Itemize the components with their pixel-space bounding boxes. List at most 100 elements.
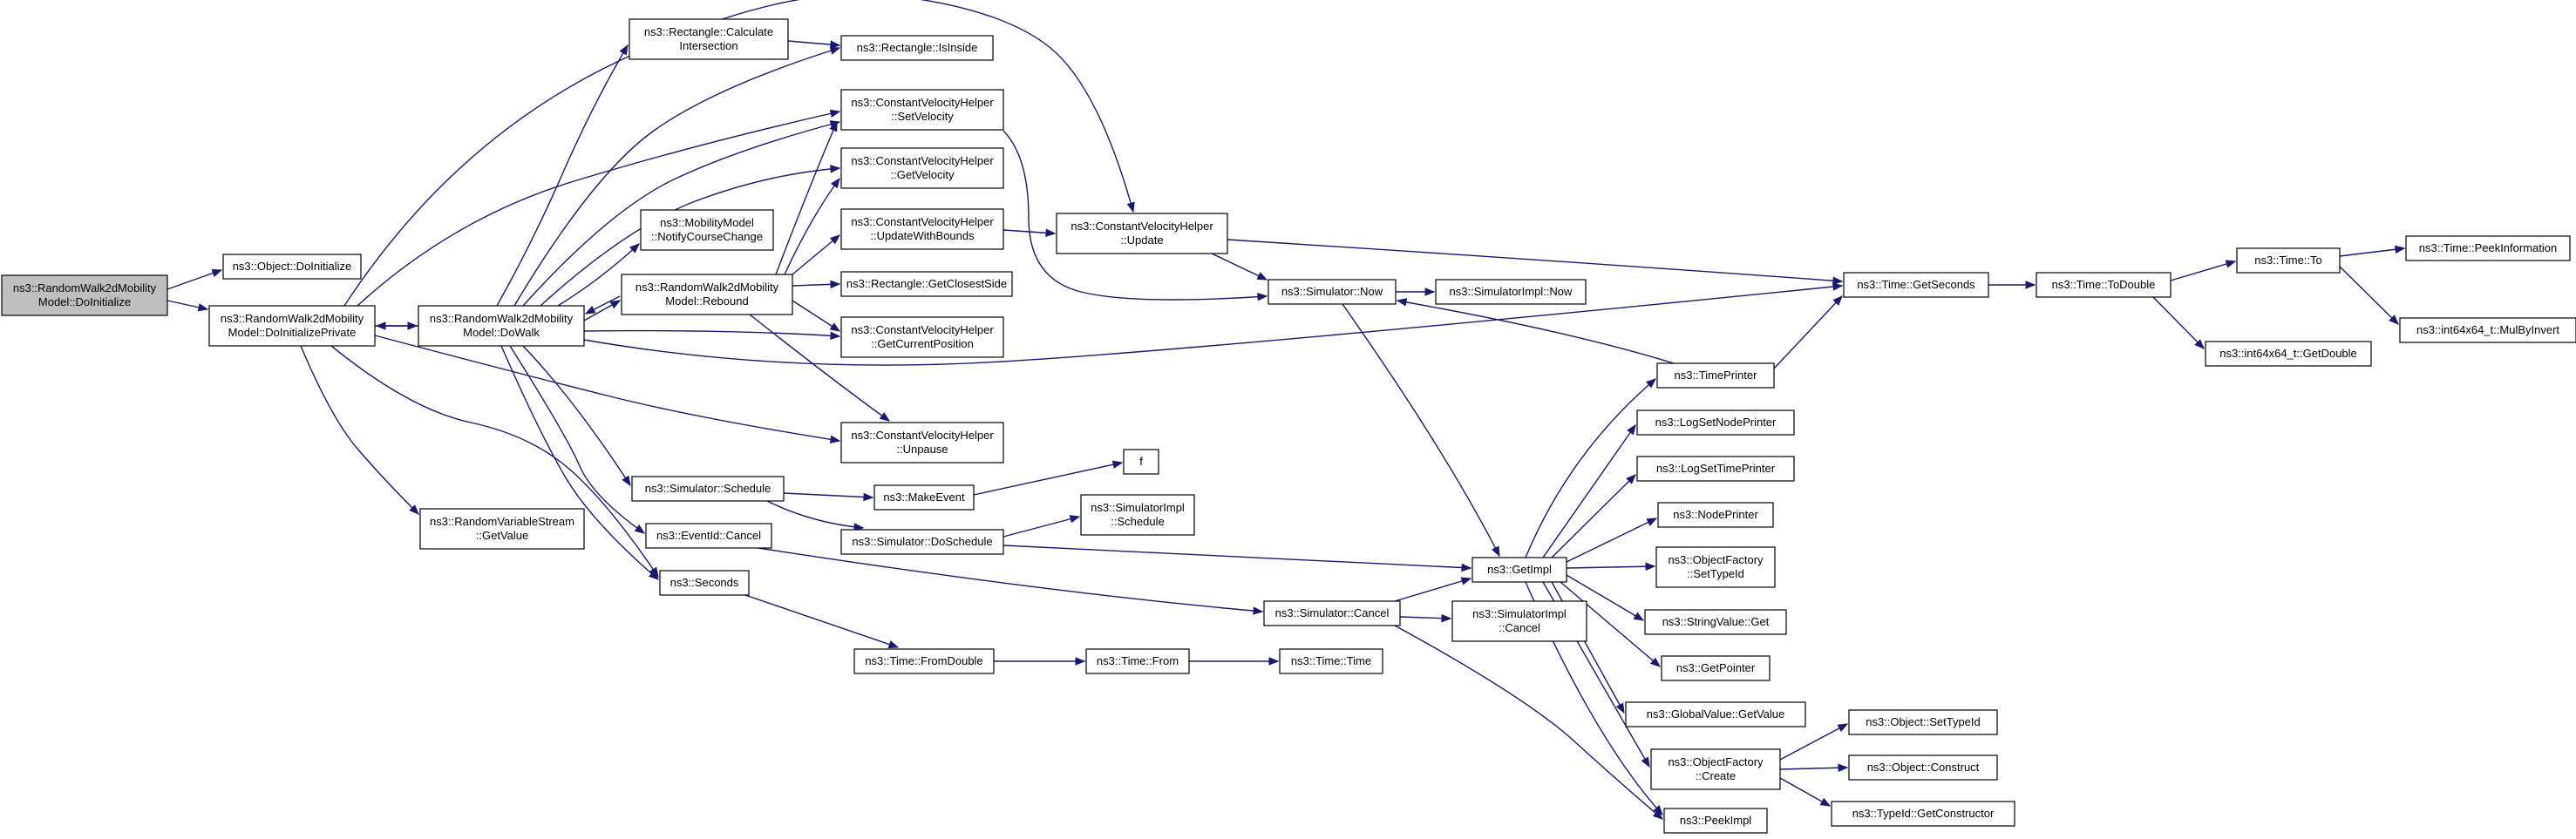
node-timefrom[interactable]: ns3::Time::From	[1085, 648, 1190, 674]
node-doinitpriv[interactable]: ns3::RandomWalk2dMobilityModel::DoInitia…	[208, 305, 376, 347]
node-objdoinit[interactable]: ns3::Object::DoInitialize	[222, 254, 362, 280]
node-label: ns3::RandomWalk2dMobility	[430, 312, 574, 325]
edge-dowalk-to-seconds	[500, 345, 660, 580]
edge-root-to-doinitpriv	[167, 300, 209, 312]
edge-dosched-to-getimpl	[1003, 545, 1472, 572]
edge-updwb-to-cvupdate	[1003, 228, 1057, 238]
edge-getimpl-to-logtime	[1551, 474, 1636, 558]
node-label: ns3::GetImpl	[1487, 563, 1552, 576]
node-implsched[interactable]: ns3::SimulatorImpl::Schedule	[1080, 494, 1195, 536]
node-simnow[interactable]: ns3::Simulator::Now	[1268, 279, 1397, 305]
node-notify[interactable]: ns3::MobilityModel::NotifyCourseChange	[640, 209, 774, 251]
node-strget[interactable]: ns3::StringValue::Get	[1644, 609, 1787, 635]
node-objsettype[interactable]: ns3::Object::SetTypeId	[1848, 709, 1998, 735]
node-label: ::GetVelocity	[891, 168, 955, 181]
edge-doinitpriv-to-cvupdate	[343, 0, 1135, 307]
edge-makeevent-to-f	[973, 460, 1124, 496]
edge-dowalk-to-notify	[557, 243, 640, 307]
node-typegetctor[interactable]: ns3::TypeId::GetConstructor	[1831, 801, 2015, 827]
node-label: ns3::int64x64_t::MulByInvert	[2416, 323, 2559, 336]
node-ofcreate[interactable]: ns3::ObjectFactory::Create	[1650, 748, 1781, 790]
node-label: ns3::ObjectFactory	[1668, 755, 1764, 768]
edge-rebound-to-updwb	[792, 234, 841, 275]
edge-timeto-to-peekinfo	[2339, 245, 2406, 257]
edge-ofcreate-to-objsettype	[1779, 723, 1849, 761]
node-timeto[interactable]: ns3::Time::To	[2236, 247, 2341, 274]
node-fromdouble[interactable]: ns3::Time::FromDouble	[853, 648, 995, 674]
node-getseconds[interactable]: ns3::Time::GetSeconds	[1843, 272, 1989, 298]
edge-todouble-to-timeto	[2170, 260, 2237, 281]
node-label: ::Schedule	[1111, 515, 1164, 528]
node-ofsettype[interactable]: ns3::ObjectFactory::SetTypeId	[1655, 546, 1776, 588]
node-label: ns3::SimulatorImpl	[1472, 607, 1567, 620]
node-label: ns3::ConstantVelocityHelper	[851, 154, 994, 167]
edge-root-to-objdoinit	[167, 269, 223, 290]
node-unpause[interactable]: ns3::ConstantVelocityHelper::Unpause	[840, 422, 1004, 463]
node-label: ns3::Time::GetSeconds	[1857, 278, 1975, 291]
node-label: ns3::Time::ToDouble	[2052, 278, 2156, 291]
node-makeevent[interactable]: ns3::MakeEvent	[873, 484, 975, 511]
node-label: ns3::Simulator::Cancel	[1275, 606, 1390, 619]
node-simcancel[interactable]: ns3::Simulator::Cancel	[1263, 600, 1401, 626]
edge-fromdouble-to-timefrom	[994, 657, 1086, 666]
node-label: ns3::Object::DoInitialize	[233, 260, 352, 273]
node-closest[interactable]: ns3::Rectangle::GetClosestSide	[840, 271, 1013, 297]
node-evcancel[interactable]: ns3::EventId::Cancel	[645, 523, 772, 549]
edge-rebound-to-setvel	[775, 120, 838, 275]
node-rvs[interactable]: ns3::RandomVariableStream::GetValue	[419, 508, 585, 550]
node-schedule[interactable]: ns3::Simulator::Schedule	[631, 476, 785, 502]
node-f[interactable]: f	[1123, 449, 1159, 475]
node-label: ns3::SimulatorImpl	[1091, 501, 1185, 514]
node-globalget[interactable]: ns3::GlobalValue::GetValue	[1625, 701, 1806, 727]
node-mulbyinvert[interactable]: ns3::int64x64_t::MulByInvert	[2399, 317, 2576, 343]
node-label: ::Update	[1120, 233, 1163, 247]
node-label: ns3::PeekImpl	[1680, 814, 1751, 827]
node-i64getdouble[interactable]: ns3::int64x64_t::GetDouble	[2205, 341, 2372, 367]
edge-simcancel-to-getimpl	[1394, 577, 1472, 602]
node-timeprinter[interactable]: ns3::TimePrinter	[1656, 362, 1775, 389]
node-peekimpl[interactable]: ns3::PeekImpl	[1663, 808, 1768, 834]
edge-dowalk-to-isinside	[513, 46, 841, 307]
node-root[interactable]: ns3::RandomWalk2dMobilityModel::DoInitia…	[1, 274, 168, 316]
node-implnow[interactable]: ns3::SimulatorImpl::Now	[1435, 279, 1587, 305]
edge-dowalk-to-getpos	[583, 329, 841, 341]
node-label: ns3::SimulatorImpl::Now	[1450, 285, 1573, 298]
node-label: ns3::Rectangle::GetClosestSide	[846, 277, 1007, 290]
node-seconds[interactable]: ns3::Seconds	[659, 570, 750, 596]
edge-ofcreate-to-typegetctor	[1779, 777, 1832, 807]
node-label: ::Unpause	[896, 443, 948, 456]
node-dosched[interactable]: ns3::Simulator::DoSchedule	[840, 529, 1004, 555]
node-updwb[interactable]: ns3::ConstantVelocityHelper::UpdateWithB…	[840, 208, 1004, 250]
node-cvupdate[interactable]: ns3::ConstantVelocityHelper::Update	[1056, 213, 1228, 254]
node-label: ::Create	[1696, 769, 1736, 782]
node-isinside[interactable]: ns3::Rectangle::IsInside	[840, 35, 994, 61]
call-nodes: ns3::RandomWalk2dMobilityModel::DoInitia…	[1, 18, 2576, 834]
node-implcancel[interactable]: ns3::SimulatorImpl::Cancel	[1451, 600, 1587, 642]
node-nodeprinter[interactable]: ns3::NodePrinter	[1657, 502, 1774, 528]
node-label: ::GetValue	[476, 529, 528, 542]
node-label: ::GetCurrentPosition	[871, 337, 974, 350]
edge-rebound-to-dowalk	[584, 295, 621, 315]
node-logtime[interactable]: ns3::LogSetTimePrinter	[1636, 456, 1795, 482]
node-peekinfo[interactable]: ns3::Time::PeekInformation	[2405, 235, 2571, 261]
node-lognode[interactable]: ns3::LogSetNodePrinter	[1636, 409, 1795, 436]
edge-dowalk-to-getvel	[540, 165, 841, 307]
node-setvel[interactable]: ns3::ConstantVelocityHelper::SetVelocity	[840, 89, 1004, 131]
node-getimpl[interactable]: ns3::GetImpl	[1472, 557, 1567, 583]
edge-rebound-to-getpos	[792, 300, 841, 332]
node-getpointer[interactable]: ns3::GetPointer	[1661, 655, 1771, 681]
node-label: ns3::ObjectFactory	[1668, 553, 1764, 566]
node-timetime[interactable]: ns3::Time::Time	[1279, 648, 1383, 674]
edge-rectcalc-to-isinside	[787, 40, 841, 49]
node-getpos[interactable]: ns3::ConstantVelocityHelper::GetCurrentP…	[840, 316, 1004, 358]
edge-setvel-to-simnow	[1003, 130, 1268, 301]
node-getvel[interactable]: ns3::ConstantVelocityHelper::GetVelocity	[840, 147, 1004, 189]
node-objconstruct[interactable]: ns3::Object::Construct	[1848, 754, 1998, 781]
edge-rebound-to-getvel	[784, 177, 840, 275]
node-label: ns3::TimePrinter	[1675, 369, 1758, 382]
node-todouble[interactable]: ns3::Time::ToDouble	[2036, 272, 2172, 298]
node-label: ns3::EventId::Cancel	[656, 529, 761, 542]
